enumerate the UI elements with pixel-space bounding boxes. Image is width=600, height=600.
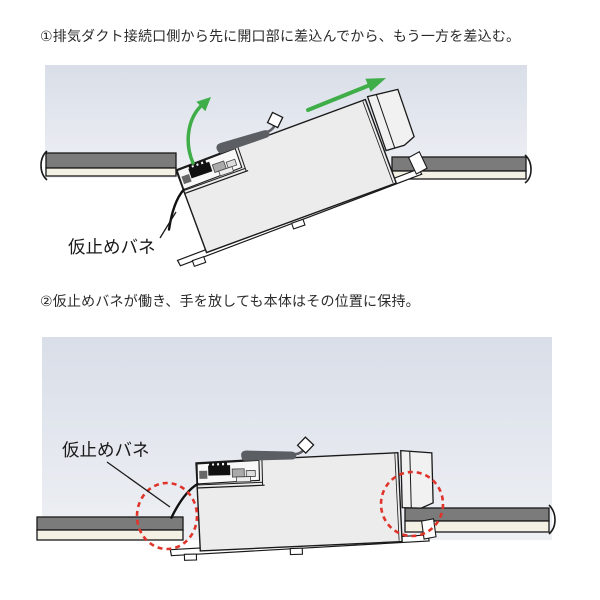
diagram-step-2: 仮止めバネ [36,337,556,562]
break-mark [524,154,532,184]
spring-leader-line [159,211,177,239]
step-1-instruction: ①排気ダクト接続口側から先に開口部に差込んでから、もう一方を差込む。 [40,28,521,44]
ceiling-board-left [36,516,184,541]
break-mark [548,504,556,535]
break-mark [40,150,48,181]
spring-label: 仮止めバネ [62,440,150,460]
spring-label: 仮止めバネ [68,237,156,257]
step-2-instruction: ②仮止めバネが働き、手を放しても本体はその位置に保持。 [40,293,420,309]
spring-highlight-circle [135,481,199,551]
insert-direction-arrow-icon [306,78,386,112]
spring-leader-line [106,461,171,508]
ceiling-board-left [40,150,177,181]
diagram-step-1: 仮止めバネ [40,65,532,273]
duct-highlight-circle [379,470,445,538]
rotate-up-arrow-icon [186,97,211,165]
